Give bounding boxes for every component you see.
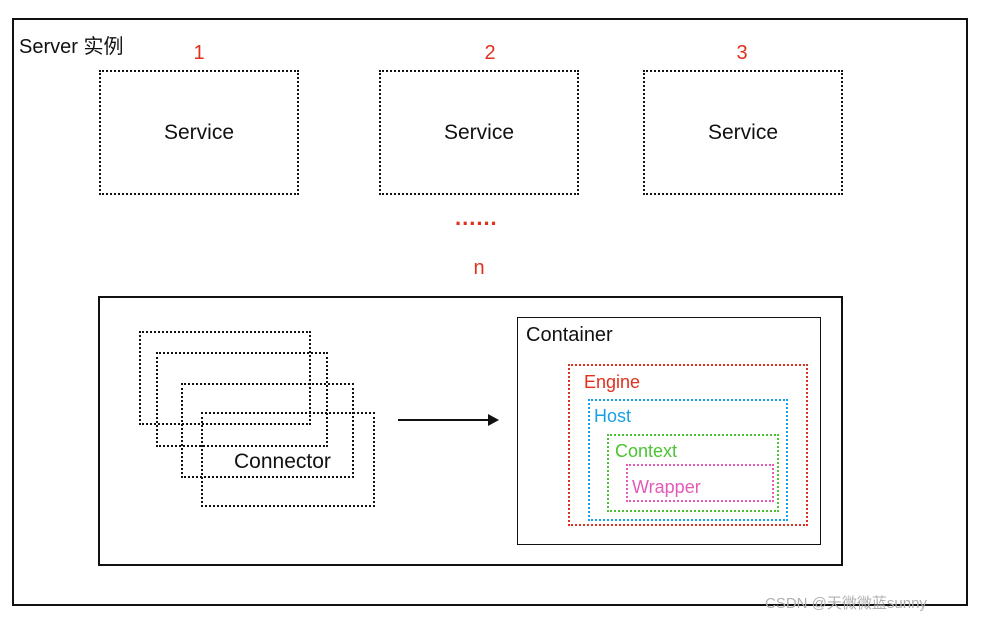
engine-box [568,364,808,526]
context-label: Context [615,441,678,461]
service-count-n: n [473,257,485,279]
connector-box-1 [139,331,311,425]
connector-box-3 [181,383,354,478]
service-box-2: Service [379,70,579,195]
service-box-1: Service [99,70,299,195]
context-box [607,434,779,512]
ellipsis: ...... [455,205,498,230]
host-label: Host [594,406,632,426]
service-label-3: Service [707,120,779,144]
server-title: Server 实例 [19,36,124,58]
wrapper-box [626,464,774,502]
service-number-2: 2 [484,42,496,64]
connector-label: Connector [234,450,331,473]
server-instance-box [12,18,968,606]
service-label-1: Service [163,120,235,144]
connector-box-4 [201,412,375,507]
watermark: CSDN @天微微蓝sunny [765,595,927,612]
connector-box-2 [156,352,328,447]
arrow-head-icon [488,414,499,426]
host-box [588,399,788,521]
service-box-3: Service [643,70,843,195]
service-number-3: 3 [736,42,748,64]
service-number-1: 1 [193,42,205,64]
wrapper-label: Wrapper [632,477,701,497]
service-label-2: Service [443,120,515,144]
container-label: Container [526,324,613,346]
engine-label: Engine [584,372,641,392]
container-box [517,317,821,545]
arrow-line [398,419,490,421]
service-detail-box [98,296,843,566]
